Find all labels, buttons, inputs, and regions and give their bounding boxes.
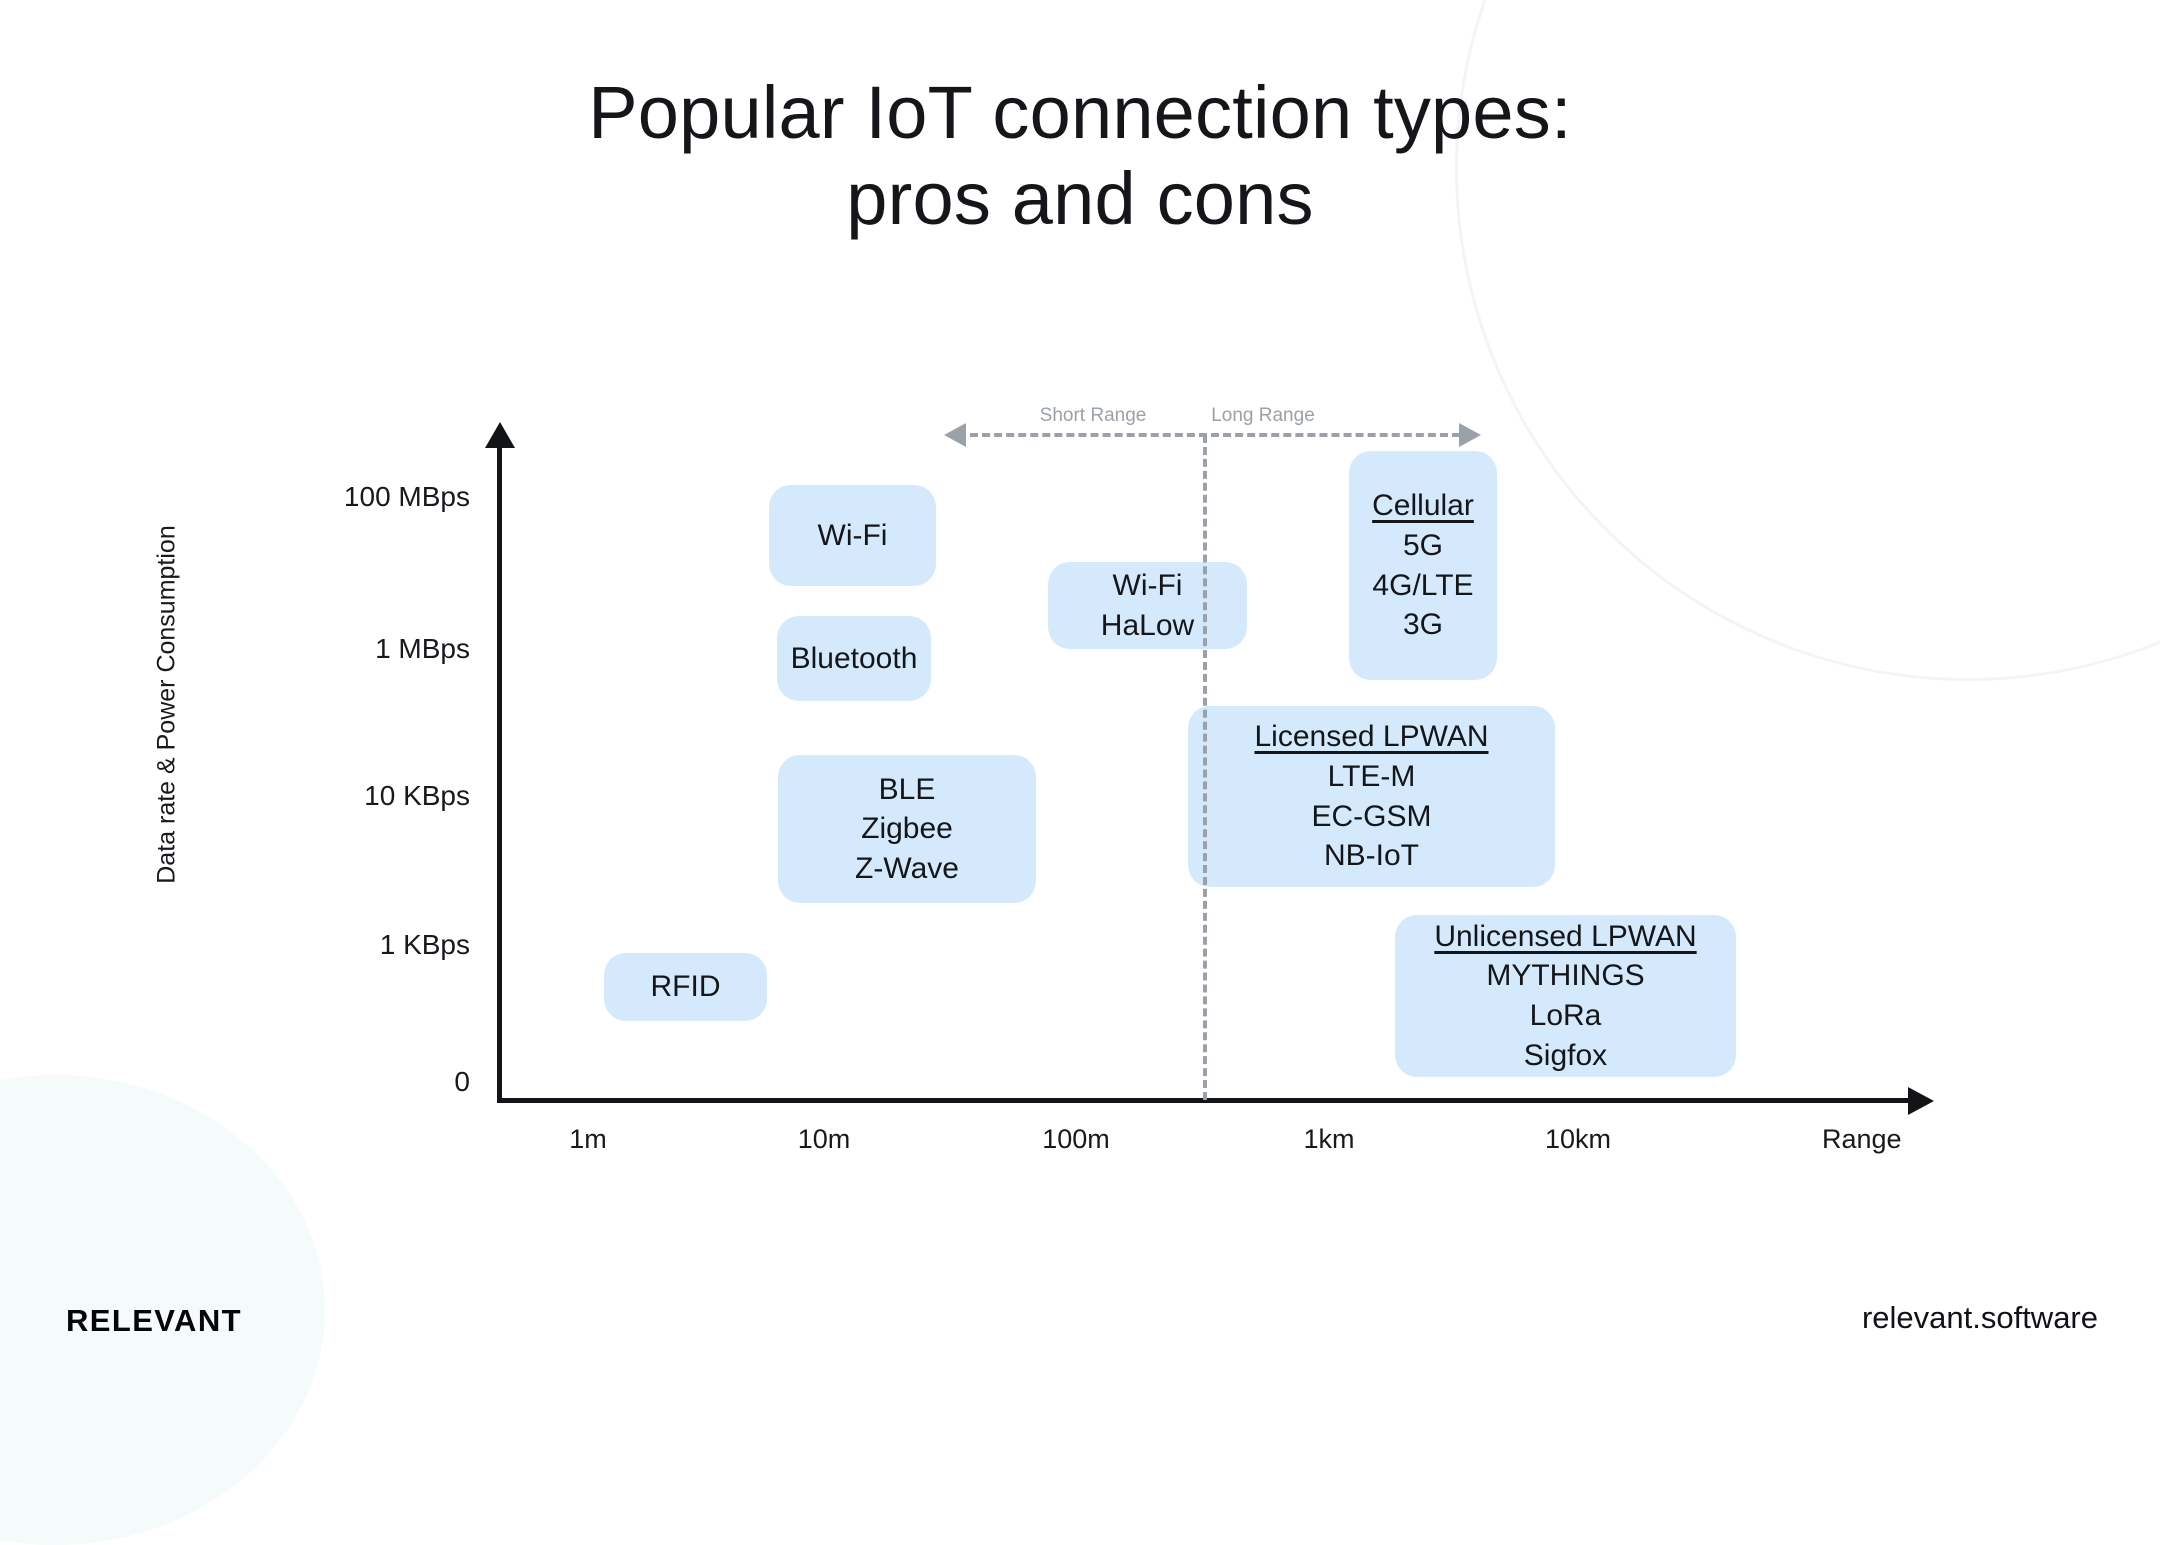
range-arrow-line — [970, 433, 1460, 437]
brand-logo: RELEVANT — [66, 1303, 242, 1338]
tech-box-line: 3G — [1402, 608, 1444, 642]
tech-box-title: Licensed LPWAN — [1254, 720, 1489, 754]
website-label: relevant.software — [1861, 1300, 2098, 1335]
long-range-label: Long Range — [1211, 405, 1315, 426]
y-axis-line — [497, 440, 502, 1102]
tech-box-bluetooth[interactable]: Bluetooth — [777, 616, 931, 701]
range-arrow-right-icon — [1459, 423, 1481, 447]
range-divider-line — [1203, 435, 1207, 1100]
tech-box-rfid[interactable]: RFID — [604, 953, 767, 1021]
tech-box-line: LTE-M — [1327, 759, 1416, 793]
range-arrow-left-icon — [944, 423, 966, 447]
y-tick-label: 100 MBps — [343, 481, 470, 512]
tech-box-line: Bluetooth — [790, 641, 918, 675]
x-axis-line — [497, 1098, 1911, 1103]
tech-box-licensed-lpwan[interactable]: Licensed LPWAN LTE-M EC-GSM NB-IoT — [1188, 706, 1555, 887]
tech-box-line: Sigfox — [1523, 1038, 1608, 1072]
x-tick-0: 1m — [569, 1124, 607, 1154]
y-tick-label: 10 KBps — [364, 780, 470, 811]
x-tick-2: 100m — [1042, 1124, 1110, 1154]
tech-box-line: 4G/LTE — [1372, 568, 1474, 602]
tech-box-line: EC-GSM — [1311, 799, 1432, 833]
y-tick-label: 1 KBps — [379, 929, 470, 960]
x-tick-1: 10m — [797, 1124, 851, 1154]
tech-box-line: MYTHINGS — [1486, 959, 1645, 993]
y-tick-label: 1 MBps — [375, 633, 470, 664]
tech-box-line: Wi-Fi — [817, 518, 888, 552]
x-tick-4: 10km — [1544, 1124, 1612, 1154]
x-tick-3: 1km — [1303, 1124, 1355, 1154]
tech-box-line: 5G — [1402, 528, 1444, 562]
tech-box-line: BLE — [878, 772, 936, 806]
short-range-label: Short Range — [1039, 405, 1147, 426]
tech-box-title: Cellular — [1372, 489, 1474, 523]
y-axis-title: Data rate & Power Consumption — [152, 525, 181, 884]
x-axis-arrow-icon — [1908, 1087, 1934, 1115]
tech-box-wi-fi[interactable]: Wi-Fi — [769, 485, 936, 586]
tech-box-line: Zigbee — [861, 812, 953, 846]
iot-connection-chart: Data rate & Power Consumption Range 100 … — [152, 405, 1934, 1154]
tech-box-line: RFID — [650, 970, 721, 1004]
tech-box-cellular[interactable]: Cellular 5G 4G/LTE 3G — [1349, 451, 1497, 680]
tech-box-title: Unlicensed LPWAN — [1434, 919, 1697, 953]
tech-box-line: Z-Wave — [855, 851, 959, 885]
y-axis-arrow-icon — [485, 422, 515, 448]
tech-box-line: HaLow — [1100, 608, 1195, 642]
x-axis-title: Range — [1822, 1124, 1902, 1154]
tech-box-line: Wi-Fi — [1112, 568, 1183, 602]
tech-box-line: NB-IoT — [1323, 839, 1419, 873]
tech-box-line: LoRa — [1529, 999, 1602, 1032]
page-title: Popular IoT connection types: pros and c… — [588, 71, 1572, 240]
y-tick-label: 0 — [454, 1066, 470, 1097]
